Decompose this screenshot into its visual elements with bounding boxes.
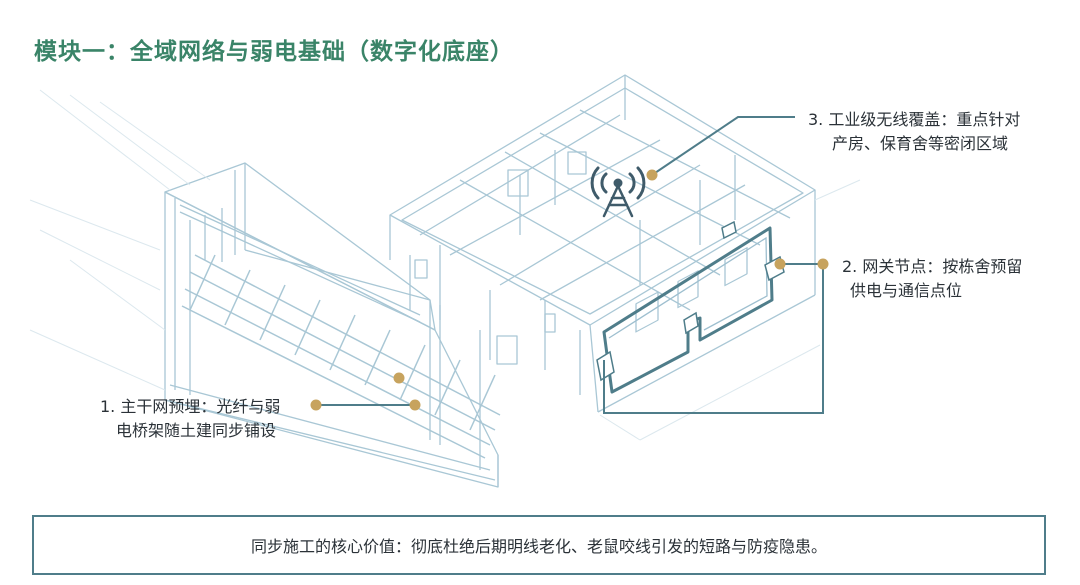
callout-backbone-network: 1. 主干网预埋：光纤与弱 电桥架随土建同步铺设 bbox=[100, 395, 280, 443]
cable-tray-loop bbox=[602, 226, 774, 394]
callout-wireless-coverage: 3. 工业级无线覆盖：重点针对 产房、保育舍等密闭区域 bbox=[808, 108, 1020, 156]
callout-line: 2. 网关节点：按栋舍预留 bbox=[842, 257, 1023, 276]
left-wing-wireframe bbox=[164, 162, 501, 488]
callout-line: 产房、保育舍等密闭区域 bbox=[832, 134, 1009, 153]
callout-dots bbox=[310, 169, 829, 411]
summary-box: 同步施工的核心价值：彻底杜绝后期明线老化、老鼠咬线引发的短路与防疫隐患。 bbox=[32, 515, 1046, 575]
leader-lines bbox=[316, 116, 824, 414]
page-title: 模块一：全域网络与弱电基础（数字化底座） bbox=[34, 39, 514, 65]
main-building-wireframe bbox=[389, 74, 816, 413]
callout-line: 3. 工业级无线覆盖：重点针对 bbox=[808, 110, 1021, 129]
callout-line: 1. 主干网预埋：光纤与弱 bbox=[100, 397, 281, 416]
gateway-box-icon bbox=[596, 220, 785, 382]
summary-text: 同步施工的核心价值：彻底杜绝后期明线老化、老鼠咬线引发的短路与防疫隐患。 bbox=[250, 537, 827, 556]
callout-line: 供电与通信点位 bbox=[850, 281, 963, 300]
ground-ghost-lines bbox=[29, 89, 211, 391]
building-ghost-lines bbox=[599, 179, 861, 441]
callout-gateway-node: 2. 网关节点：按栋舍预留 供电与通信点位 bbox=[842, 255, 1022, 303]
callout-line: 电桥架随土建同步铺设 bbox=[116, 421, 277, 440]
wifi-antenna-icon bbox=[590, 166, 646, 218]
